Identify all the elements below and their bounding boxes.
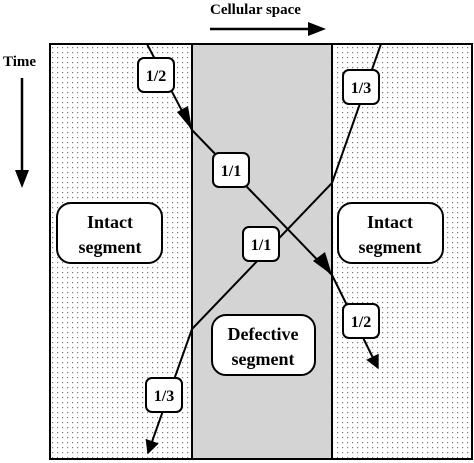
speed-label-center-lower: 1/1 — [251, 237, 271, 254]
speed-label-center-upper: 1/1 — [221, 163, 241, 180]
defective-line2: segment — [232, 349, 295, 369]
defective-line1: Defective — [228, 324, 299, 344]
arrowhead-right-boundary — [313, 252, 332, 275]
speed-box-top-left — [137, 57, 175, 93]
speed-box-bottom-right — [342, 303, 380, 339]
speed-box-center-lower — [242, 226, 280, 262]
intact-left-line1: Intact — [87, 212, 133, 232]
intact-left-line2: segment — [79, 237, 142, 257]
time-arrowhead — [15, 170, 29, 188]
time-label: Time — [3, 54, 36, 70]
speed-label-bottom-right: 1/2 — [351, 314, 371, 331]
label-box-defective — [211, 314, 316, 376]
cellular-space-label: Cellular space — [210, 2, 301, 18]
speed-box-top-right — [342, 69, 380, 105]
label-box-intact-right — [337, 202, 444, 264]
cellular-space-arrowhead — [308, 22, 326, 36]
intact-right-line2: segment — [359, 237, 422, 257]
speed-box-bottom-left — [145, 377, 183, 413]
arrowhead-left-boundary — [177, 106, 192, 130]
speed-label-top-left: 1/2 — [146, 68, 166, 85]
intact-right-line1: Intact — [367, 212, 413, 232]
label-box-intact-left — [56, 202, 163, 264]
speed-label-bottom-left: 1/3 — [154, 388, 174, 405]
speed-box-center-upper — [212, 152, 250, 188]
speed-label-top-right: 1/3 — [351, 80, 371, 97]
